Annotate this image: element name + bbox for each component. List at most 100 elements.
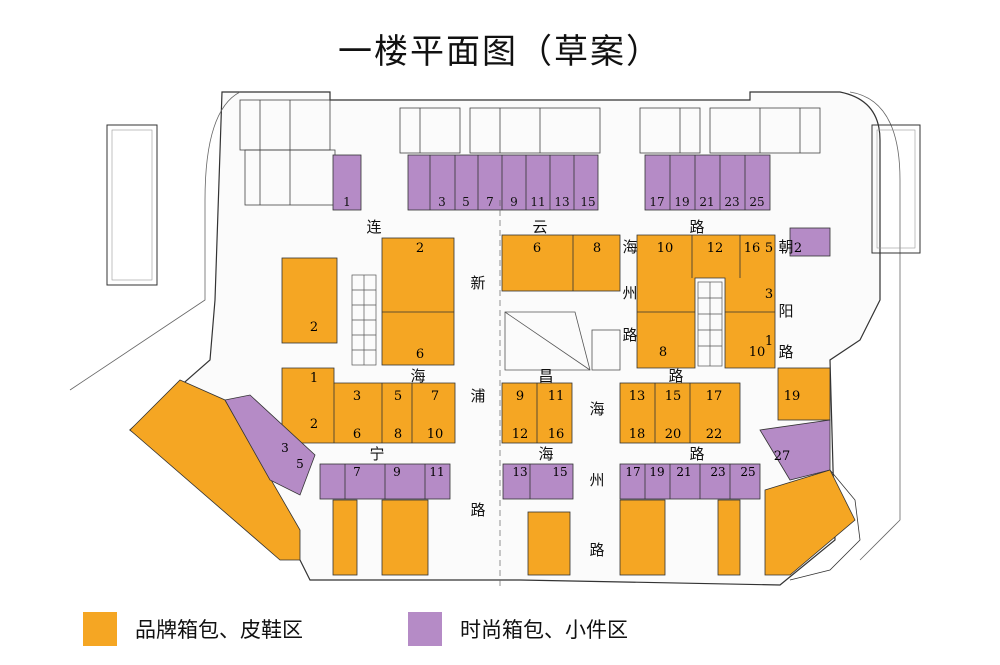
unit-label: 17 xyxy=(625,465,640,479)
unit-label: 13 xyxy=(554,195,569,209)
svg-text:宁: 宁 xyxy=(369,445,384,463)
svg-text:路: 路 xyxy=(689,218,704,236)
svg-text:路: 路 xyxy=(668,367,683,385)
svg-text:浦: 浦 xyxy=(470,387,485,405)
unit-label: 9 xyxy=(510,195,518,209)
unit-label: 1 xyxy=(343,195,351,209)
unit-label: 9 xyxy=(393,465,401,479)
block-d: 1 2 3 5 7 6 8 10 xyxy=(281,367,456,444)
unit-label: 20 xyxy=(665,427,682,442)
legend-label: 时尚箱包、小件区 xyxy=(460,618,628,642)
left-wing: 3 5 xyxy=(129,379,316,561)
unit-label: 21 xyxy=(676,465,691,479)
unit-label: 16 xyxy=(548,427,565,442)
block-east-small xyxy=(789,227,831,257)
unit-label: 25 xyxy=(740,465,755,479)
svg-text:路: 路 xyxy=(778,343,793,361)
unit-label: 7 xyxy=(353,465,361,479)
svg-text:海: 海 xyxy=(589,400,604,418)
unit-label: 25 xyxy=(749,195,764,209)
unit-label: 1 xyxy=(765,334,773,349)
escalator-right xyxy=(697,281,723,367)
unit-label: 8 xyxy=(394,427,402,442)
unit-label: 16 xyxy=(744,241,761,256)
right-plot xyxy=(871,124,921,254)
unit-label: 17 xyxy=(649,195,664,209)
svg-text:路: 路 xyxy=(470,501,485,519)
block-b: 6 8 xyxy=(501,234,621,292)
mid-row-shops xyxy=(319,463,761,500)
escalator-left xyxy=(351,274,377,366)
legend-swatch-orange xyxy=(83,612,117,646)
legend-swatch-purple xyxy=(408,612,442,646)
unit-label: 3 xyxy=(281,441,289,455)
floor-plan-drawing: 1 3 5 7 9 11 13 15 17 19 21 23 25 2 xyxy=(69,91,921,590)
svg-text:州: 州 xyxy=(589,471,604,489)
unit-label: 13 xyxy=(629,389,646,404)
unit-label: 5 xyxy=(394,389,402,404)
unit-label: 19 xyxy=(674,195,689,209)
unit-label: 3 xyxy=(765,287,773,302)
unit-label: 19 xyxy=(784,389,801,404)
unit-label: 6 xyxy=(533,241,541,256)
unit-label: 1 xyxy=(310,371,318,386)
unit-label: 3 xyxy=(353,389,361,404)
unit-label: 3 xyxy=(438,195,446,209)
unit-label: 5 xyxy=(765,241,773,256)
svg-text:海: 海 xyxy=(538,445,553,463)
left-plot-inner xyxy=(111,129,153,281)
street-labels: 连 云 路 新 浦 海 宁 路 海 州 路 昌 海 路 海 州 路 路 朝 阳 … xyxy=(366,218,793,559)
left-plot xyxy=(106,124,158,286)
center-hall xyxy=(504,311,621,371)
legend-label: 品牌箱包、皮鞋区 xyxy=(135,618,303,642)
svg-text:昌: 昌 xyxy=(538,367,553,385)
unit-label: 17 xyxy=(706,389,723,404)
mid-row-labels: 7 9 11 13 15 17 19 21 23 25 xyxy=(353,465,755,479)
svg-text:海: 海 xyxy=(622,238,637,256)
unit-label: 2 xyxy=(794,241,802,256)
unit-label: 22 xyxy=(706,427,723,442)
svg-text:州: 州 xyxy=(622,284,637,302)
block-left-small xyxy=(281,257,338,344)
unit-label: 8 xyxy=(593,241,601,256)
unit-label: 11 xyxy=(429,465,444,479)
unit-label: 11 xyxy=(548,389,565,404)
page-title: 一楼平面图（草案） xyxy=(338,32,662,72)
block-f: 13 15 17 18 20 22 xyxy=(619,382,741,444)
svg-text:新: 新 xyxy=(470,274,485,292)
outer-arc-left xyxy=(69,91,241,391)
unit-label: 19 xyxy=(649,465,664,479)
svg-text:连: 连 xyxy=(366,218,381,236)
unit-label: 7 xyxy=(431,389,439,404)
top-structures xyxy=(239,99,821,206)
outer-arc-right xyxy=(849,91,901,561)
lower-shops xyxy=(332,469,856,576)
unit-label: 18 xyxy=(629,427,646,442)
unit-label: 11 xyxy=(530,195,545,209)
unit-label: 15 xyxy=(665,389,682,404)
unit-label: 8 xyxy=(659,345,667,360)
unit-label: 2 xyxy=(416,241,424,256)
unit-label: 6 xyxy=(353,427,361,442)
unit-label: 2 xyxy=(310,320,318,335)
unit-label: 6 xyxy=(416,347,424,362)
legend-item-brand: 品牌箱包、皮鞋区 xyxy=(83,612,303,646)
top-row-dividers xyxy=(429,155,746,210)
svg-text:海: 海 xyxy=(410,367,425,385)
unit-label: 27 xyxy=(774,449,791,464)
top-row-shops xyxy=(332,154,771,211)
svg-text:朝: 朝 xyxy=(778,238,793,256)
unit-label: 21 xyxy=(699,195,714,209)
svg-text:路: 路 xyxy=(589,541,604,559)
svg-text:路: 路 xyxy=(689,445,704,463)
unit-label: 5 xyxy=(462,195,470,209)
unit-label: 12 xyxy=(512,427,529,442)
unit-label: 5 xyxy=(296,457,304,471)
svg-text:云: 云 xyxy=(532,218,547,236)
unit-label: 12 xyxy=(707,241,724,256)
unit-label: 10 xyxy=(749,345,766,360)
unit-label: 23 xyxy=(710,465,725,479)
top-row-labels: 1 3 5 7 9 11 13 15 17 19 21 23 25 xyxy=(343,195,764,209)
block-e: 9 11 12 16 xyxy=(501,382,573,444)
